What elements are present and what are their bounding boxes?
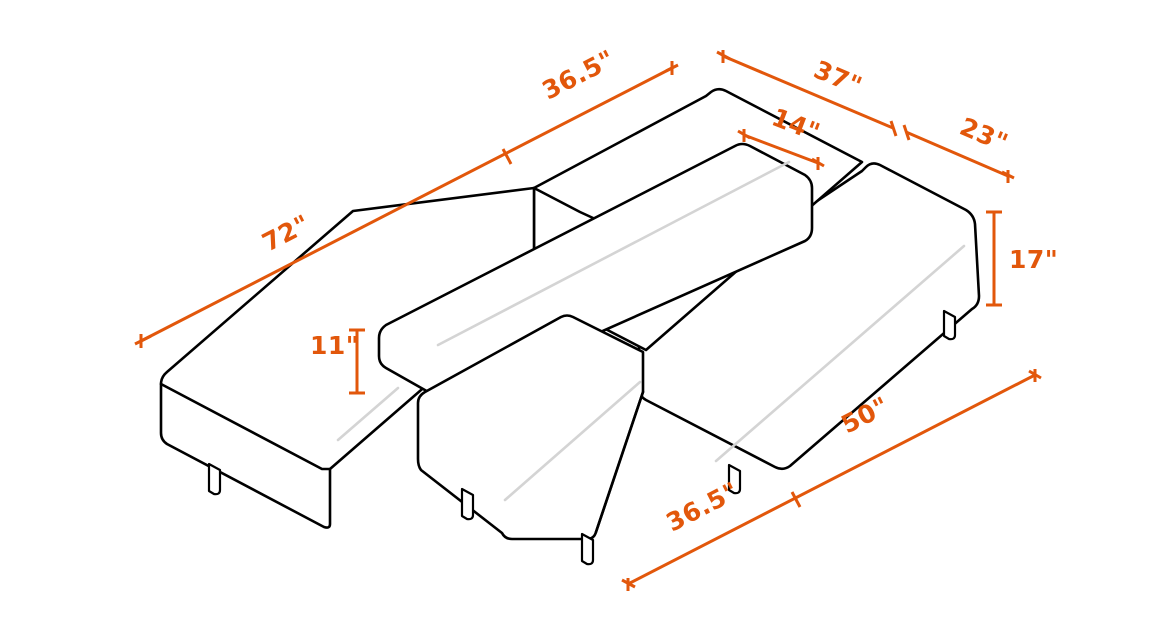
chaise-crease — [336, 386, 400, 442]
dimension-17: 17" — [986, 210, 1058, 307]
dim-label-23: 23" — [956, 112, 1013, 158]
leg-chaise-front — [460, 487, 475, 521]
dim-line-365-50 — [627, 373, 1036, 586]
front-seat-crease — [503, 380, 642, 502]
dim-tick-mid-365-50 — [790, 491, 802, 508]
dim-arrow-right-50 — [1028, 369, 1042, 382]
dim-arrow-left-37 — [716, 50, 731, 63]
dim-tick-mid-72-365 — [501, 148, 513, 165]
chaise-top-edge — [159, 382, 332, 471]
dim-label-365-top: 36.5" — [537, 44, 619, 105]
backrest-cushion-crease — [436, 160, 791, 347]
leg-right-seat — [727, 463, 742, 495]
dim-arrow-left-72 — [134, 334, 152, 348]
dimension-11: 11" — [310, 328, 365, 395]
right-seat-crease — [714, 244, 966, 463]
dim-label-17: 17" — [1009, 245, 1058, 274]
dim-arrow-right-365 — [665, 61, 679, 75]
dim-line-72-365 — [140, 66, 673, 343]
sofa-body — [159, 87, 981, 566]
dim-tick-left-23 — [902, 124, 911, 141]
dim-line-37 — [722, 54, 894, 130]
dim-label-11: 11" — [310, 331, 359, 360]
leg-front-seat — [580, 532, 595, 566]
dim-label-365-bottom: 36.5" — [661, 476, 743, 537]
dim-arrow-right-23 — [1001, 170, 1015, 183]
dim-arrow-right-14 — [811, 157, 825, 170]
leg-right-end — [942, 309, 957, 341]
chaise-module — [159, 186, 536, 529]
dim-line-23 — [905, 130, 1009, 178]
dim-label-37: 37" — [810, 55, 867, 101]
front-seat-module — [416, 314, 645, 541]
dim-arrow-left-14 — [737, 129, 751, 142]
dim-line-14 — [743, 133, 819, 165]
leg-chaise-left — [207, 462, 222, 496]
dim-arrow-left-365b — [621, 578, 636, 591]
front-seat-side-edge — [594, 390, 645, 534]
dim-tick-right-37 — [889, 120, 898, 137]
